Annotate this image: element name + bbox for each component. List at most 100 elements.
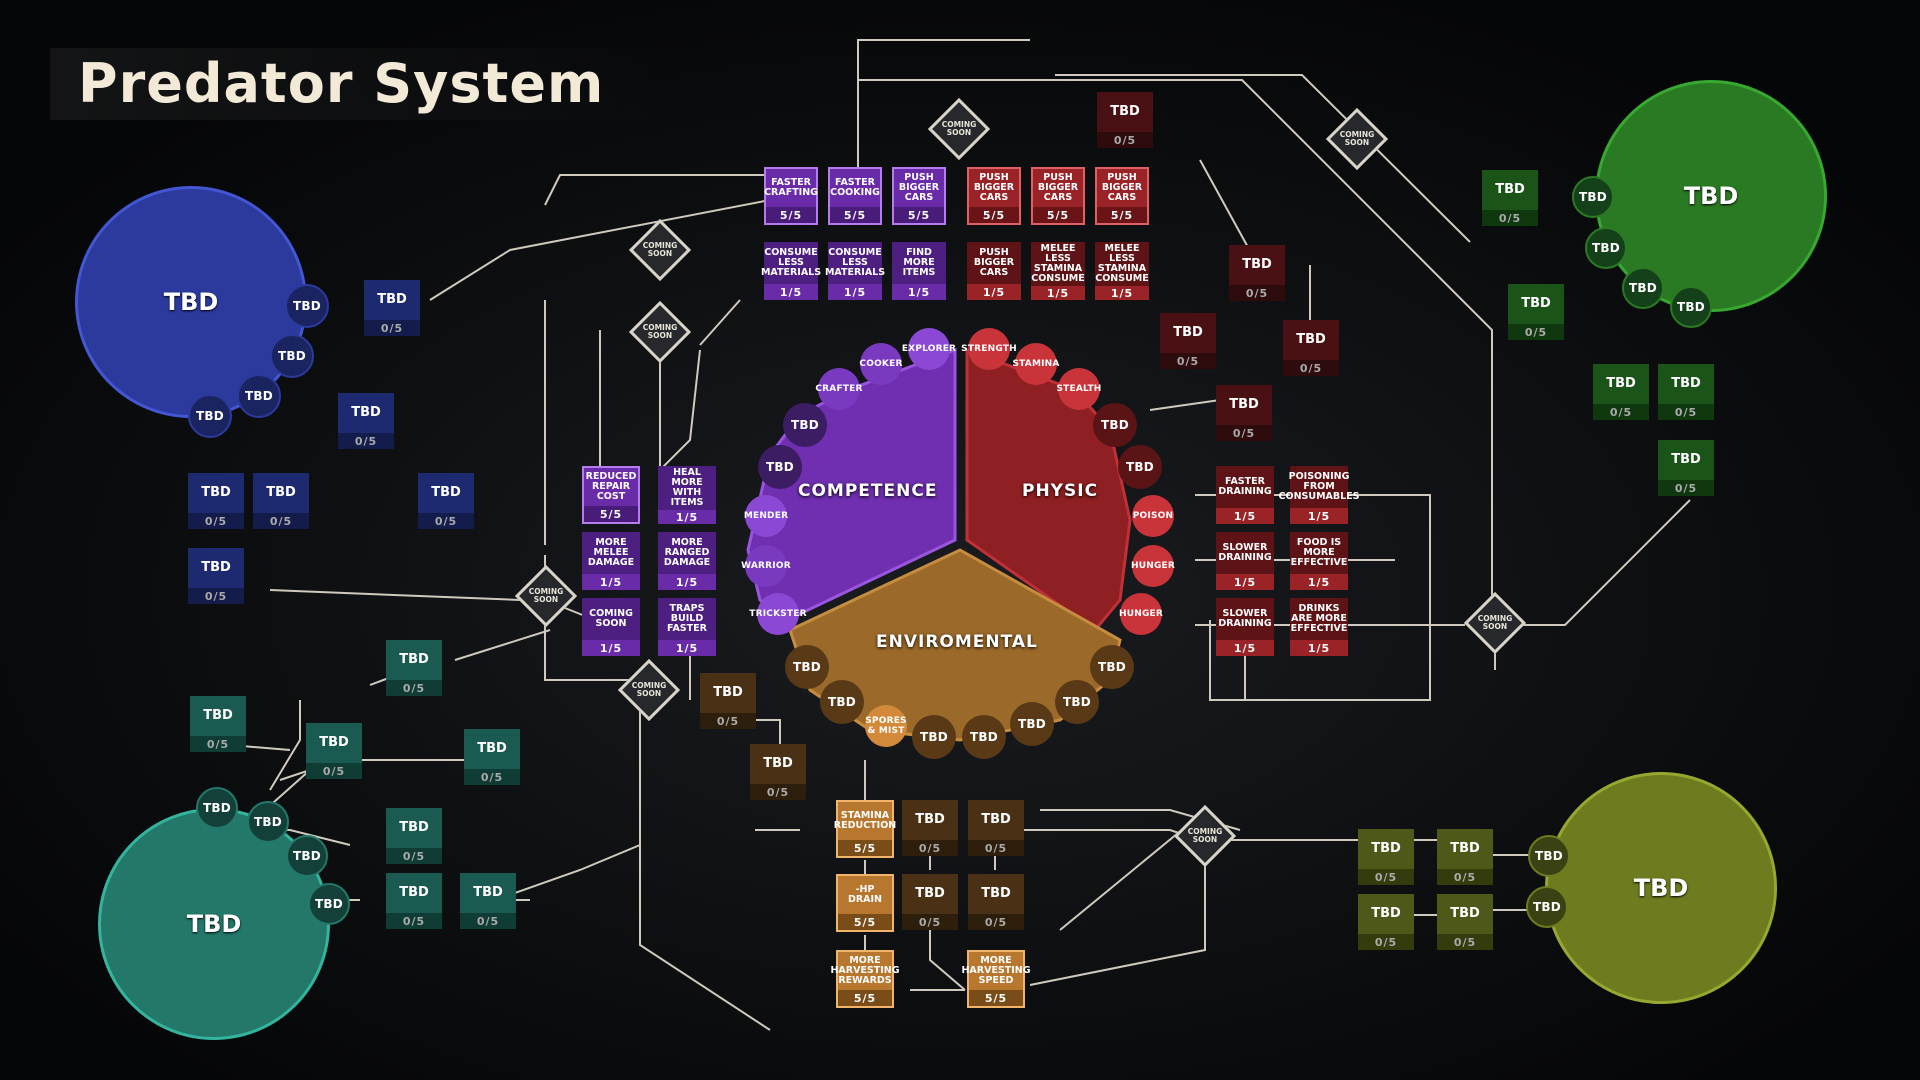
node-tbd-green-4[interactable]: TBD [1670,286,1712,328]
node-tbd-blue-1[interactable]: TBD [285,284,329,328]
tbd-blue-box-5[interactable]: TBD 0/5 [418,473,474,529]
skill-food-more-effective[interactable]: FOOD IS MORE EFFECTIVE 1/5 [1290,532,1348,590]
node-tbd-red-1[interactable]: TBD [1093,403,1137,447]
node-tbd-purple-2[interactable]: TBD [758,445,802,489]
node-tbd-env-2[interactable]: TBD [820,680,864,724]
tbd-teal-box-5[interactable]: TBD 0/5 [386,808,442,864]
tbd-red-box-1[interactable]: TBD 0/5 [1097,92,1153,148]
node-warrior[interactable]: WARRIOR [741,545,791,587]
skill-more-harvesting-speed[interactable]: MORE HARVESTING SPEED 5/5 [961,950,1031,1008]
node-tbd-purple-1[interactable]: TBD [783,403,827,447]
node-hunger-2[interactable]: HUNGER [1119,593,1163,635]
tbd-red-box-2[interactable]: TBD 0/5 [1229,245,1285,301]
node-tbd-olive-2[interactable]: TBD [1526,886,1568,928]
node-strength[interactable]: STRENGTH [961,328,1017,370]
node-stamina[interactable]: STAMINA [1012,343,1059,385]
node-tbd-olive-1[interactable]: TBD [1528,835,1570,877]
skill-consume-less-materials-1[interactable]: CONSUME LESS MATERIALS 1/5 [761,242,821,300]
tbd-orange-box-4[interactable]: TBD 0/5 [968,800,1024,856]
skill-poisoning-from-consumables[interactable]: POISONING FROM CONSUMABLES 1/5 [1279,466,1360,524]
node-stealth[interactable]: STEALTH [1056,368,1101,410]
skill-heal-more-with-items[interactable]: HEAL MORE WITH ITEMS 1/5 [658,466,716,524]
node-tbd-red-2[interactable]: TBD [1118,445,1162,489]
node-explorer[interactable]: EXPLORER [902,328,956,370]
tbd-red-box-4[interactable]: TBD 0/5 [1283,320,1339,376]
skill-slower-draining-2[interactable]: SLOWER DRAINING 1/5 [1216,598,1274,656]
tbd-teal-box-4[interactable]: TBD 0/5 [464,729,520,785]
skill-more-ranged-damage[interactable]: MORE RANGED DAMAGE 1/5 [658,532,716,590]
node-tbd-env-4[interactable]: TBD [962,715,1006,759]
node-spores[interactable]: SPORES & MIST [865,705,907,747]
skill-faster-draining[interactable]: FASTER DRAINING 1/5 [1216,466,1274,524]
skill-stamina-reduction[interactable]: STAMINA REDUCTION 5/5 [834,800,896,858]
skill-push-bigger-cars-red-3[interactable]: PUSH BIGGER CARS 5/5 [1095,167,1149,225]
skill-more-melee-damage[interactable]: MORE MELEE DAMAGE 1/5 [582,532,640,590]
node-tbd-teal-1[interactable]: TBD [196,787,238,829]
node-trickster[interactable]: TRICKSTER [749,593,807,635]
node-cooker[interactable]: COOKER [859,343,902,385]
node-tbd-green-3[interactable]: TBD [1622,267,1664,309]
tbd-blue-box-1[interactable]: TBD 0/5 [364,280,420,336]
skill-reduced-repair-cost[interactable]: REDUCED REPAIR COST 5/5 [582,466,640,524]
tbd-blue-box-6[interactable]: TBD 0/5 [188,548,244,604]
node-tbd-env-7[interactable]: TBD [1090,645,1134,689]
tbd-red-box-5[interactable]: TBD 0/5 [1216,385,1272,441]
tbd-teal-box-7[interactable]: TBD 0/5 [460,873,516,929]
node-tbd-teal-3[interactable]: TBD [286,835,328,877]
tbd-teal-box-1[interactable]: TBD 0/5 [386,640,442,696]
node-tbd-env-6[interactable]: TBD [1055,680,1099,724]
skill-faster-cooking[interactable]: FASTER COOKING 5/5 [828,167,882,225]
tbd-teal-box-3[interactable]: TBD 0/5 [306,723,362,779]
tbd-blue-box-2[interactable]: TBD 0/5 [338,393,394,449]
skill-more-harvesting-rewards[interactable]: MORE HARVESTING REWARDS 5/5 [830,950,900,1008]
tbd-green-box-1[interactable]: TBD 0/5 [1482,170,1538,226]
node-tbd-green-1[interactable]: TBD [1572,176,1614,218]
tbd-green-box-4[interactable]: TBD 0/5 [1658,364,1714,420]
tbd-teal-box-2[interactable]: TBD 0/5 [190,696,246,752]
tbd-orange-box-1[interactable]: TBD 0/5 [700,673,756,729]
skill-melee-less-stamina-1[interactable]: MELEE LESS STAMINA CONSUME 1/5 [1031,242,1085,300]
skill-slower-draining-1[interactable]: SLOWER DRAINING 1/5 [1216,532,1274,590]
tbd-olive-box-3[interactable]: TBD 0/5 [1358,894,1414,950]
skill-drinks-more-effective[interactable]: DRINKS ARE MORE EFFECTIVE 1/5 [1290,598,1348,656]
node-mender[interactable]: MENDER [744,495,788,537]
skill-find-more-items[interactable]: FIND MORE ITEMS 1/5 [892,242,946,300]
tbd-orange-box-5[interactable]: TBD 0/5 [902,874,958,930]
tbd-red-box-3[interactable]: TBD 0/5 [1160,313,1216,369]
olive-tree-circle[interactable]: TBD [1545,772,1777,1004]
skill-faster-crafting[interactable]: FASTER CRAFTING 5/5 [764,167,818,225]
skill-melee-less-stamina-2[interactable]: MELEE LESS STAMINA CONSUME 1/5 [1095,242,1149,300]
skill-push-bigger-cars-red-4[interactable]: PUSH BIGGER CARS 1/5 [967,242,1021,300]
tbd-green-box-3[interactable]: TBD 0/5 [1593,364,1649,420]
skill-push-bigger-cars-red-2[interactable]: PUSH BIGGER CARS 5/5 [1031,167,1085,225]
tbd-orange-box-6[interactable]: TBD 0/5 [968,874,1024,930]
skill-push-bigger-cars-purple[interactable]: PUSH BIGGER CARS 5/5 [892,167,946,225]
node-tbd-teal-2[interactable]: TBD [247,801,289,843]
skill-traps-build-faster[interactable]: TRAPS BUILD FASTER 1/5 [658,598,716,656]
node-tbd-env-5[interactable]: TBD [1010,702,1054,746]
tbd-olive-box-1[interactable]: TBD 0/5 [1358,829,1414,885]
skill-push-bigger-cars-red-1[interactable]: PUSH BIGGER CARS 5/5 [967,167,1021,225]
node-hunger-1[interactable]: HUNGER [1131,545,1175,587]
skill-hp-drain[interactable]: -HP DRAIN 5/5 [836,874,894,932]
tbd-blue-box-4[interactable]: TBD 0/5 [253,473,309,529]
node-tbd-blue-2[interactable]: TBD [270,334,314,378]
node-tbd-blue-4[interactable]: TBD [188,394,232,438]
tbd-teal-box-6[interactable]: TBD 0/5 [386,873,442,929]
tbd-green-box-2[interactable]: TBD 0/5 [1508,284,1564,340]
node-crafter[interactable]: CRAFTER [815,368,862,410]
node-poison[interactable]: POISON [1132,495,1174,537]
node-tbd-env-3[interactable]: TBD [912,715,956,759]
skill-consume-less-materials-2[interactable]: CONSUME LESS MATERIALS 1/5 [825,242,885,300]
node-tbd-env-1[interactable]: TBD [785,645,829,689]
tbd-olive-box-2[interactable]: TBD 0/5 [1437,829,1493,885]
tbd-olive-box-4[interactable]: TBD 0/5 [1437,894,1493,950]
node-tbd-green-2[interactable]: TBD [1585,227,1627,269]
tbd-blue-box-3[interactable]: TBD 0/5 [188,473,244,529]
node-tbd-teal-4[interactable]: TBD [308,883,350,925]
tbd-orange-box-2[interactable]: TBD 0/5 [750,744,806,800]
skill-coming-soon-purple[interactable]: COMING SOON 1/5 [582,598,640,656]
node-tbd-blue-3[interactable]: TBD [237,374,281,418]
tbd-orange-box-3[interactable]: TBD 0/5 [902,800,958,856]
tbd-green-box-5[interactable]: TBD 0/5 [1658,440,1714,496]
